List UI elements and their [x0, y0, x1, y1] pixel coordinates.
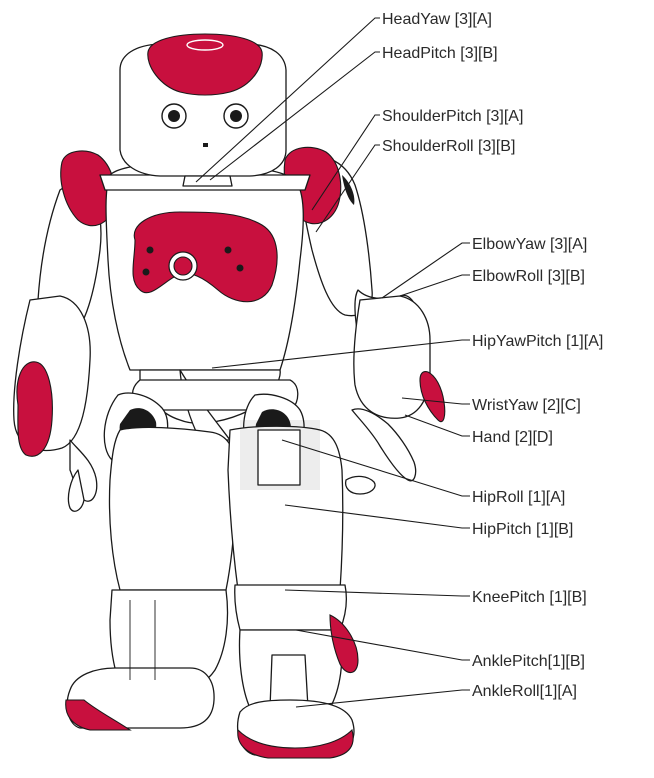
label-wrist-yaw: WristYaw [2][C] — [472, 397, 581, 414]
label-elbow-yaw: ElbowYaw [3][A] — [472, 236, 587, 253]
left-arm — [14, 151, 116, 511]
head — [120, 34, 286, 186]
label-knee-pitch: KneePitch [1][B] — [472, 589, 587, 606]
label-shoulder-pitch: ShoulderPitch [3][A] — [382, 108, 523, 125]
label-hip-pitch: HipPitch [1][B] — [472, 521, 573, 538]
label-hand: Hand [2][D] — [472, 429, 553, 446]
right-leg — [228, 420, 358, 758]
label-hip-roll: HipRoll [1][A] — [472, 489, 565, 506]
label-ankle-roll: AnkleRoll[1][A] — [472, 683, 577, 700]
robot-illustration — [14, 34, 445, 758]
label-ankle-pitch: AnklePitch[1][B] — [472, 653, 585, 670]
label-elbow-roll: ElbowRoll [3][B] — [472, 268, 585, 285]
leader-elbow-yaw — [382, 243, 470, 298]
label-shoulder-roll: ShoulderRoll [3][B] — [382, 138, 515, 155]
label-hip-yaw-pitch: HipYawPitch [1][A] — [472, 333, 603, 350]
label-head-pitch: HeadPitch [3][B] — [382, 45, 498, 62]
label-head-yaw: HeadYaw [3][A] — [382, 11, 492, 28]
